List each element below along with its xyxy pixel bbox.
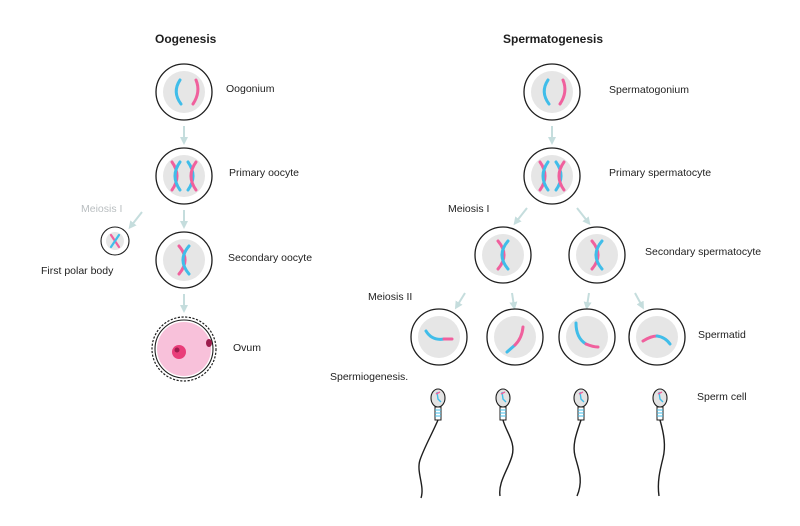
arrow	[634, 292, 644, 310]
sperm-cell-2	[495, 388, 514, 497]
oogenesis-meiosis-1-label: Meiosis I	[81, 203, 123, 215]
spermatogonium-label: Spermatogonium	[609, 84, 689, 96]
arrow	[583, 292, 592, 310]
oogonium-label: Oogonium	[226, 83, 275, 95]
oogonium-cell	[155, 63, 213, 121]
primary-oocyte-cell	[155, 147, 213, 205]
spermatid-cell-2	[486, 308, 544, 366]
secondary-spermatocyte-cell-left	[474, 226, 532, 284]
secondary-oocyte-label: Secondary oocyte	[228, 252, 313, 264]
secondary-spermatocyte-label: Secondary spermatocyte	[645, 246, 762, 258]
spermatid-cell-3	[558, 308, 616, 366]
spermatid-cell-1	[410, 308, 468, 366]
primary-oocyte-label: Primary oocyte	[229, 167, 300, 179]
arrow	[509, 292, 518, 310]
first-polar-body-label: First polar body	[41, 265, 114, 277]
arrow	[454, 292, 466, 310]
arrow	[128, 211, 143, 230]
primary-spermatocyte-cell	[523, 147, 581, 205]
primary-spermatocyte-label: Primary spermatocyte	[609, 167, 712, 179]
spermatid-label: Spermatid	[698, 329, 746, 341]
sperm-cell-3	[573, 388, 589, 497]
oogenesis-title: Oogenesis	[155, 32, 217, 46]
spermatogenesis-title: Spermatogenesis	[503, 32, 604, 46]
spermiogenesis-label: Spermiogenesis.	[330, 371, 409, 383]
spermatid-cell-4	[628, 308, 686, 366]
arrow	[576, 207, 591, 226]
sperm-cell-4	[652, 388, 668, 497]
meiosis-2-label: Meiosis II	[368, 291, 413, 303]
ovum-cell	[151, 316, 217, 382]
secondary-oocyte-cell	[155, 231, 213, 289]
spermatogenesis-meiosis-1-label: Meiosis I	[448, 203, 490, 215]
arrow	[513, 207, 528, 226]
sperm-cell-1	[418, 388, 446, 499]
spermatogonium-cell	[523, 63, 581, 121]
secondary-spermatocyte-cell-right	[568, 226, 626, 284]
sperm-cell-label: Sperm cell	[697, 391, 747, 403]
ovum-label: Ovum	[233, 342, 262, 354]
polar-body-cell	[100, 226, 130, 256]
